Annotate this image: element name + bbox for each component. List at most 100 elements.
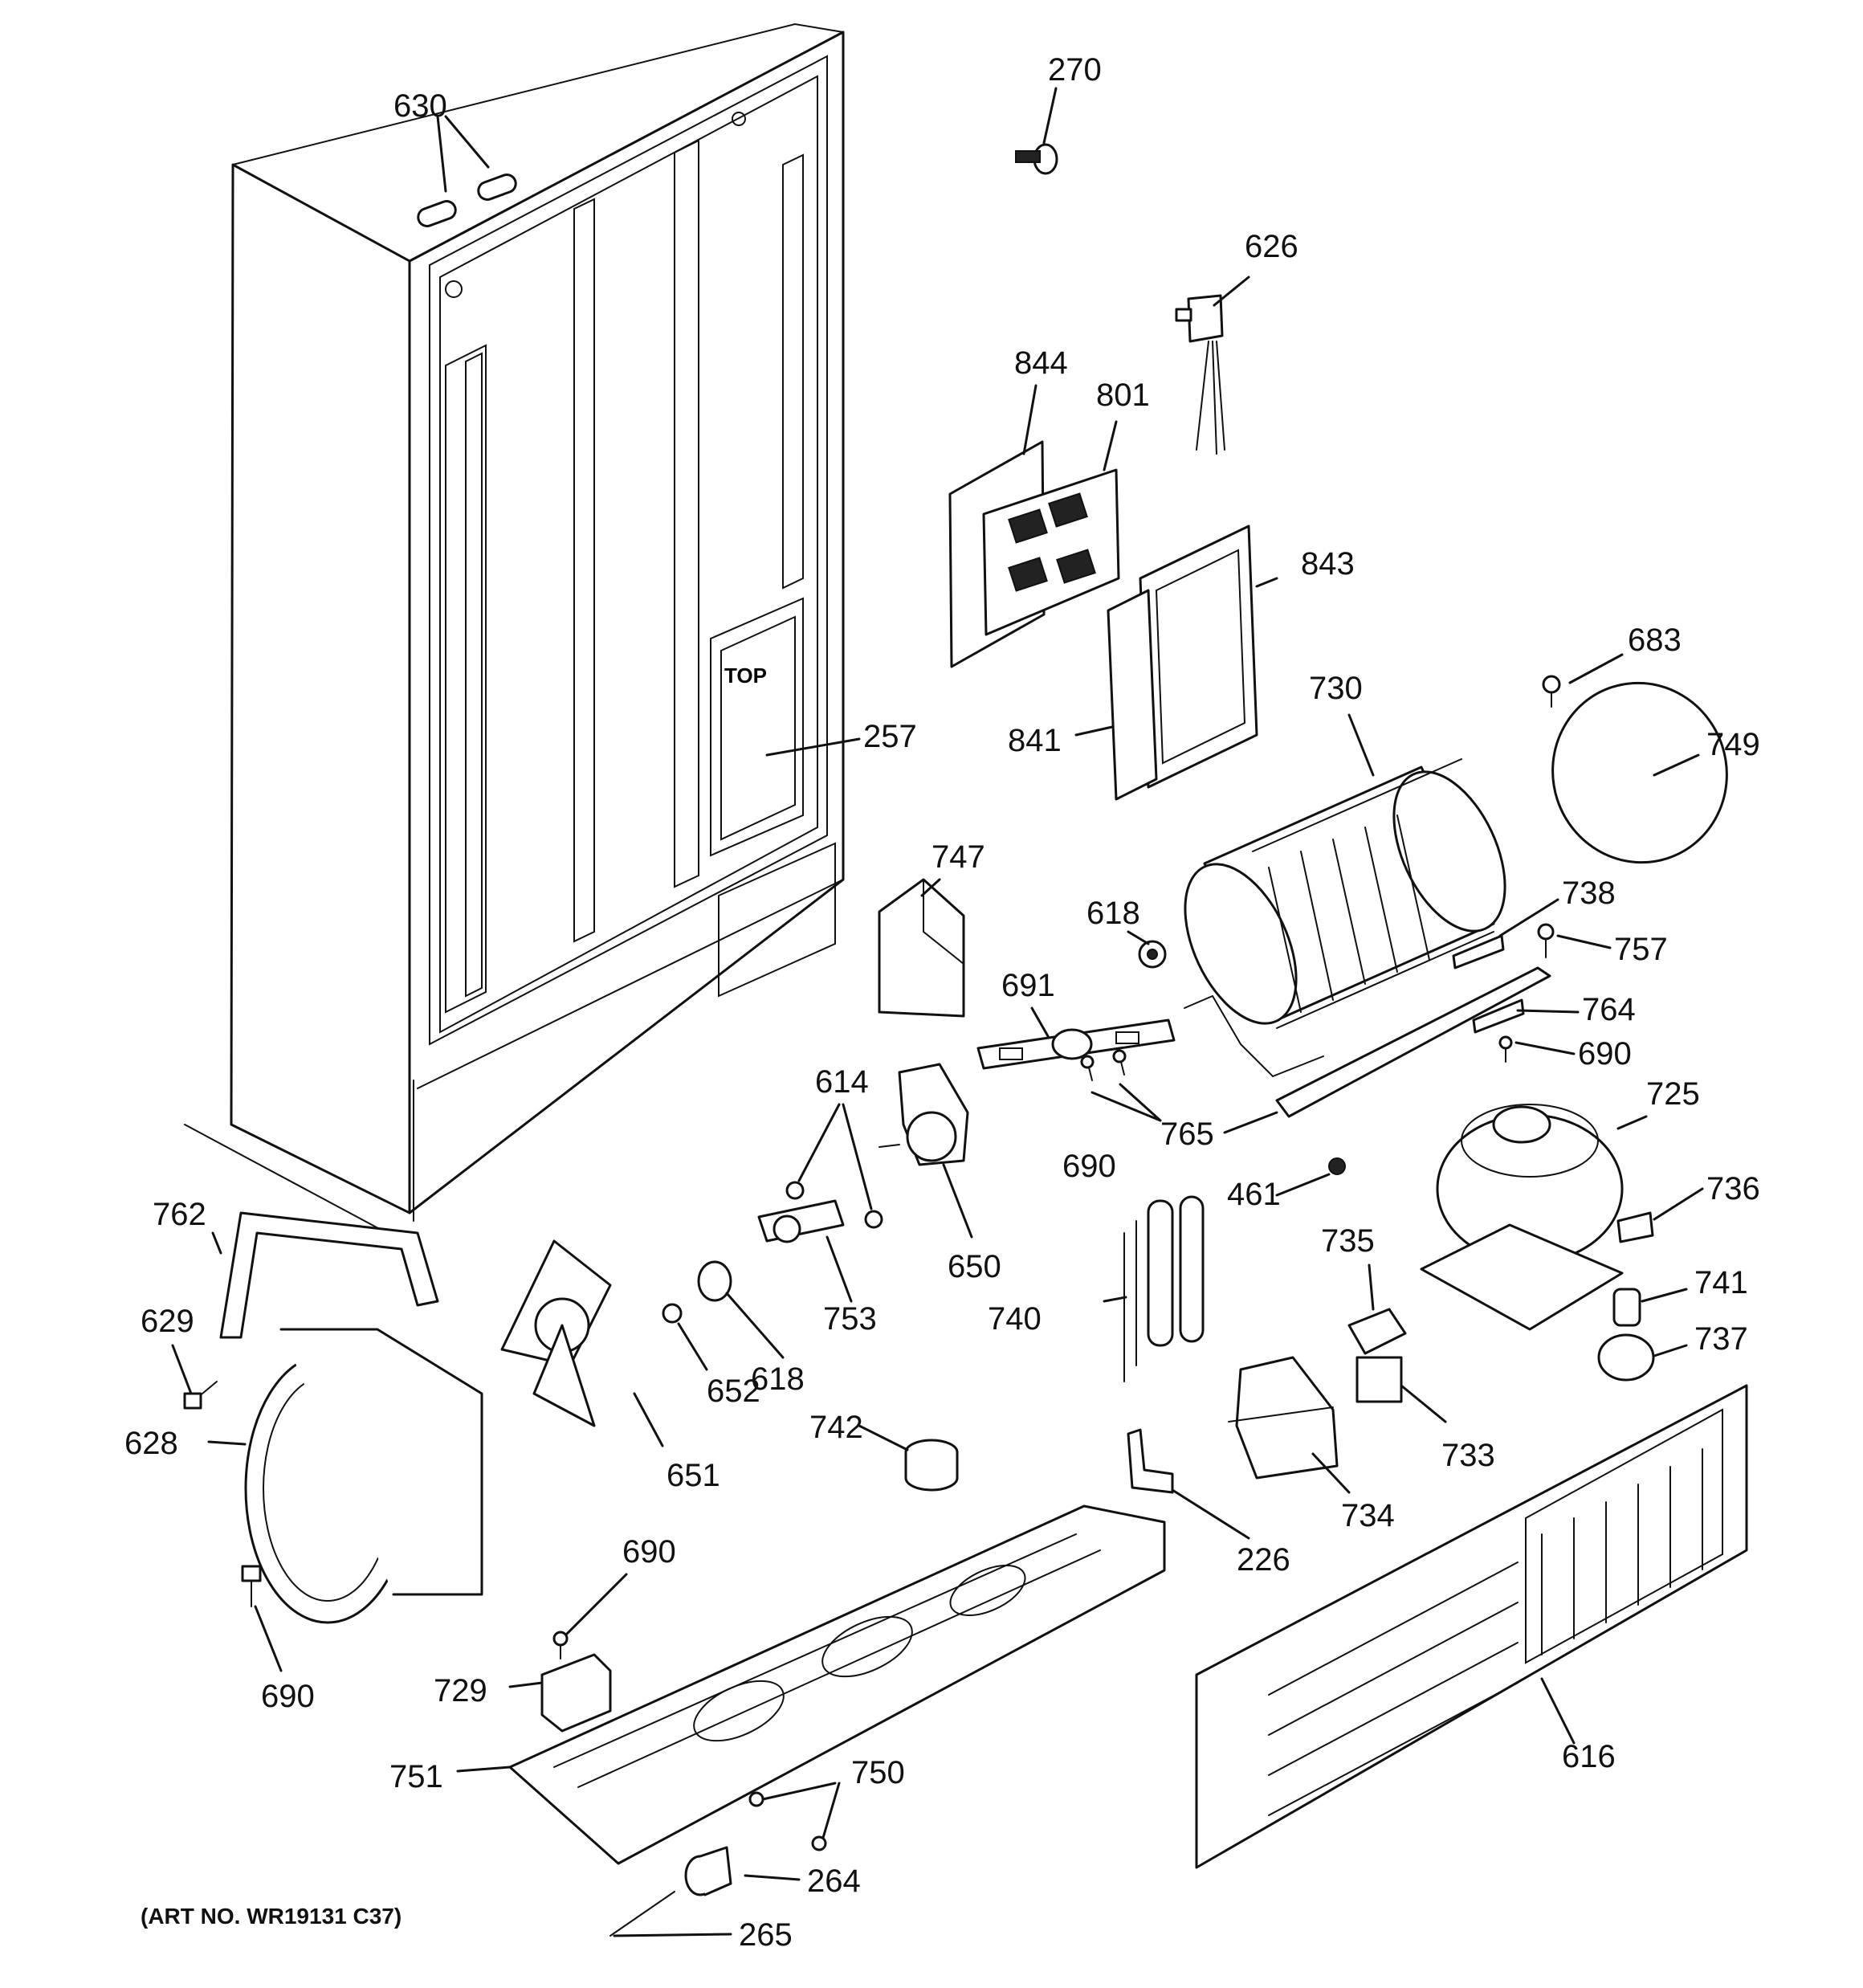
part-762-tube (219, 1211, 439, 1339)
callout-762: 762 (153, 1197, 206, 1232)
callout-628: 628 (124, 1426, 178, 1461)
callout-738: 738 (1562, 876, 1616, 911)
part-270-screw (1015, 143, 1058, 175)
part-616-access-cover (1195, 1384, 1748, 1869)
callout-730: 730 (1309, 671, 1363, 706)
callout-626: 626 (1245, 229, 1298, 264)
part-264-spacer (684, 1846, 732, 1896)
part-738-clip (1452, 934, 1505, 970)
part-741-grommet (1612, 1288, 1641, 1327)
callout-742: 742 (809, 1410, 863, 1445)
callout-801: 801 (1096, 378, 1150, 413)
callout-690-pair: 690 (1062, 1149, 1116, 1184)
part-614-grommets (785, 1181, 883, 1229)
callout-labels: 630 270 626 844 801 843 683 730 749 841 … (124, 52, 1760, 1953)
part-690-screw-left (241, 1565, 262, 1607)
callout-691: 691 (1001, 968, 1055, 1003)
part-735-overload (1347, 1308, 1407, 1355)
callout-749: 749 (1706, 727, 1760, 762)
callout-630: 630 (393, 88, 447, 124)
part-651-fan-blade (500, 1239, 612, 1427)
part-750-screws (748, 1791, 827, 1851)
callout-733: 733 (1441, 1438, 1495, 1473)
part-733-relay (1355, 1356, 1403, 1403)
part-690-screw-right (1498, 1035, 1513, 1063)
part-683-screw (1542, 675, 1561, 708)
part-841-insulation (1107, 589, 1158, 801)
callout-690-capacitor: 690 (622, 1534, 676, 1570)
callout-651: 651 (667, 1458, 720, 1493)
callout-650: 650 (948, 1249, 1001, 1284)
callout-618-bottom: 618 (751, 1361, 805, 1397)
callout-226: 226 (1237, 1542, 1290, 1578)
callout-270: 270 (1048, 52, 1102, 88)
callout-265: 265 (739, 1917, 793, 1953)
part-690-screw-capacitor (552, 1631, 569, 1659)
part-626-power-cord (1175, 294, 1225, 455)
part-747-insulation-block (878, 878, 965, 1018)
part-652-nut (662, 1303, 683, 1324)
callout-736: 736 (1706, 1171, 1760, 1206)
part-265-rod (609, 1891, 675, 1937)
part-628-fan-shroud (244, 1328, 483, 1624)
callout-690-right: 690 (1578, 1036, 1632, 1072)
callout-841: 841 (1008, 723, 1062, 758)
part-736-clip (1616, 1211, 1654, 1243)
callout-747: 747 (932, 839, 985, 875)
part-650-fan-motor (879, 1063, 969, 1166)
callout-683: 683 (1628, 623, 1682, 658)
callout-737: 737 (1694, 1321, 1748, 1357)
part-461-screw (1328, 1157, 1346, 1175)
part-618-grommet-bottom (697, 1260, 732, 1302)
part-737-mount (1597, 1333, 1655, 1382)
part-630-plugs (417, 173, 517, 227)
callout-461: 461 (1227, 1177, 1281, 1212)
callout-843: 843 (1301, 546, 1355, 582)
part-742-block (904, 1439, 959, 1492)
part-801-control-board (982, 468, 1120, 636)
part-764-clip (1472, 998, 1525, 1034)
callout-257: 257 (863, 719, 917, 754)
callout-725: 725 (1646, 1076, 1700, 1112)
art-number-note: (ART NO. WR19131 C37) (141, 1904, 402, 1929)
part-618-grommet-top (1138, 940, 1167, 969)
callout-735: 735 (1321, 1223, 1375, 1259)
callout-690-left: 690 (261, 1679, 315, 1714)
part-729-capacitor (540, 1653, 612, 1733)
callout-734: 734 (1341, 1498, 1395, 1533)
callout-757: 757 (1614, 932, 1668, 967)
part-691-bracket (976, 1018, 1176, 1070)
part-629-screw (183, 1381, 218, 1410)
part-765-discharge-tube (1184, 966, 1551, 1118)
callout-753: 753 (823, 1301, 877, 1337)
callout-765: 765 (1160, 1116, 1214, 1152)
part-730-condenser-coil (1184, 758, 1506, 1029)
part-226-clip (1127, 1428, 1174, 1494)
part-843-gasket-frame (1139, 525, 1258, 789)
callout-614: 614 (815, 1064, 869, 1100)
callout-618-top: 618 (1086, 896, 1140, 931)
part-690-screws-pair (1080, 1049, 1127, 1081)
leader-lines (171, 87, 1704, 1937)
callout-844: 844 (1014, 345, 1068, 381)
callout-652: 652 (707, 1374, 760, 1409)
callout-750: 750 (851, 1755, 905, 1790)
part-751-base-tray (508, 1504, 1166, 1865)
panel-top-marking: TOP (724, 663, 767, 688)
callout-264: 264 (807, 1863, 861, 1899)
cabinet-back-panel: TOP (184, 22, 845, 1246)
callout-729: 729 (434, 1673, 487, 1708)
part-734-cover (1228, 1356, 1339, 1480)
callout-629: 629 (141, 1304, 194, 1339)
callout-616: 616 (1562, 1739, 1616, 1774)
callout-741: 741 (1694, 1265, 1748, 1300)
part-757-screw (1537, 923, 1555, 958)
part-740-dryer (1123, 1195, 1205, 1382)
part-725-compressor (1420, 1104, 1624, 1331)
part-749-condenser-cover (1551, 681, 1728, 864)
callout-740: 740 (988, 1301, 1042, 1337)
callout-764: 764 (1582, 992, 1636, 1027)
part-753-bracket (757, 1199, 845, 1243)
callout-751: 751 (389, 1759, 443, 1794)
